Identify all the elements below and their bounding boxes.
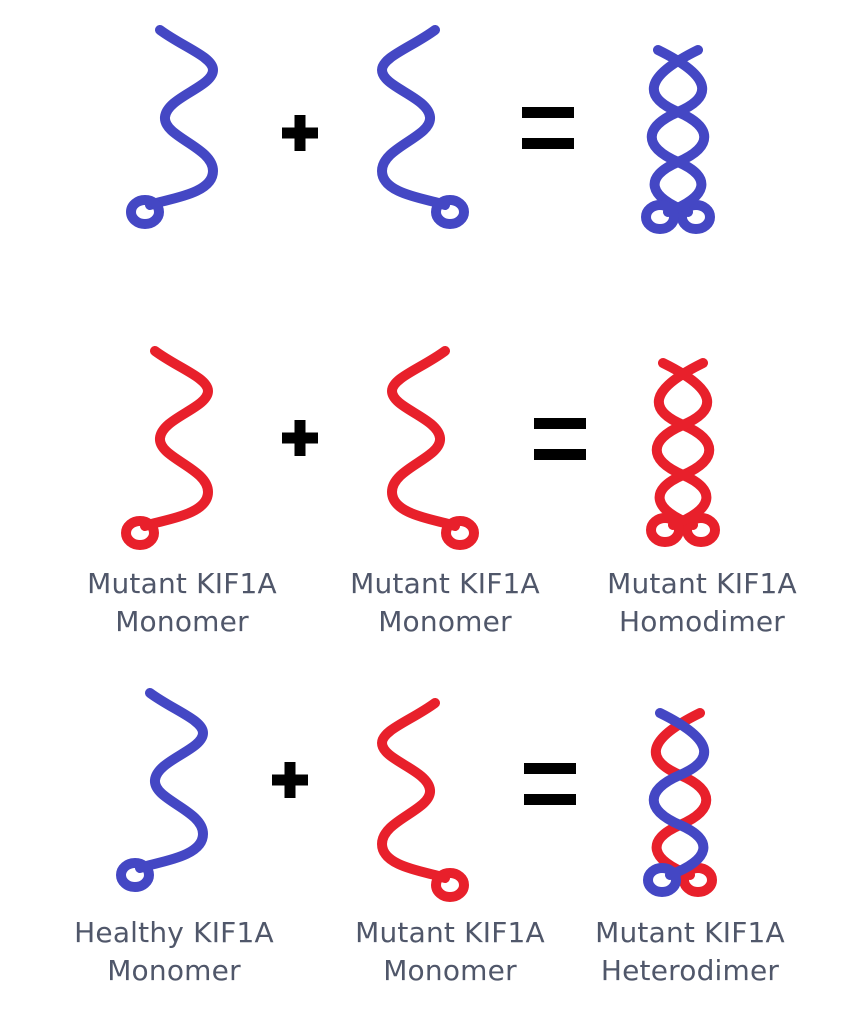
label-healthy-monomer: Healthy KIF1A Monomer <box>54 914 294 990</box>
mutant-monomer-middle <box>382 703 464 897</box>
mutant-monomer-left <box>126 351 208 545</box>
plus-sign <box>272 762 308 798</box>
label-mutant-monomer-middle: Mutant KIF1A Monomer <box>325 565 565 641</box>
label-line-1: Mutant KIF1A <box>607 567 797 600</box>
label-line-2: Monomer <box>383 954 517 987</box>
row-1 <box>131 30 710 229</box>
plus-sign <box>282 115 318 151</box>
equals-sign <box>522 107 574 149</box>
label-line-2: Monomer <box>378 605 512 638</box>
label-line-2: Monomer <box>115 605 249 638</box>
label-mutant-monomer-row3: Mutant KIF1A Monomer <box>330 914 570 990</box>
label-line-2: Heterodimer <box>600 954 780 987</box>
mutant-heterodimer <box>648 713 712 892</box>
mutant-homodimer <box>651 363 715 542</box>
label-mutant-heterodimer: Mutant KIF1A Heterodimer <box>570 914 810 990</box>
label-line-1: Mutant KIF1A <box>595 916 785 949</box>
healthy-monomer-left <box>121 693 203 887</box>
label-line-1: Mutant KIF1A <box>350 567 540 600</box>
label-mutant-monomer-left: Mutant KIF1A Monomer <box>62 565 302 641</box>
healthy-homodimer <box>646 50 710 229</box>
equals-sign <box>534 418 586 460</box>
row-2 <box>126 351 715 545</box>
label-line-1: Healthy KIF1A <box>74 916 274 949</box>
label-mutant-homodimer: Mutant KIF1A Homodimer <box>582 565 822 641</box>
row-3 <box>121 693 712 897</box>
label-line-2: Monomer <box>107 954 241 987</box>
label-line-2: Homodimer <box>619 605 785 638</box>
equals-sign <box>524 763 576 805</box>
plus-sign <box>282 420 318 456</box>
label-line-1: Mutant KIF1A <box>355 916 545 949</box>
healthy-monomer-left <box>131 30 213 224</box>
mutant-monomer-middle <box>392 351 474 545</box>
healthy-monomer-middle <box>382 30 464 224</box>
label-line-1: Mutant KIF1A <box>87 567 277 600</box>
